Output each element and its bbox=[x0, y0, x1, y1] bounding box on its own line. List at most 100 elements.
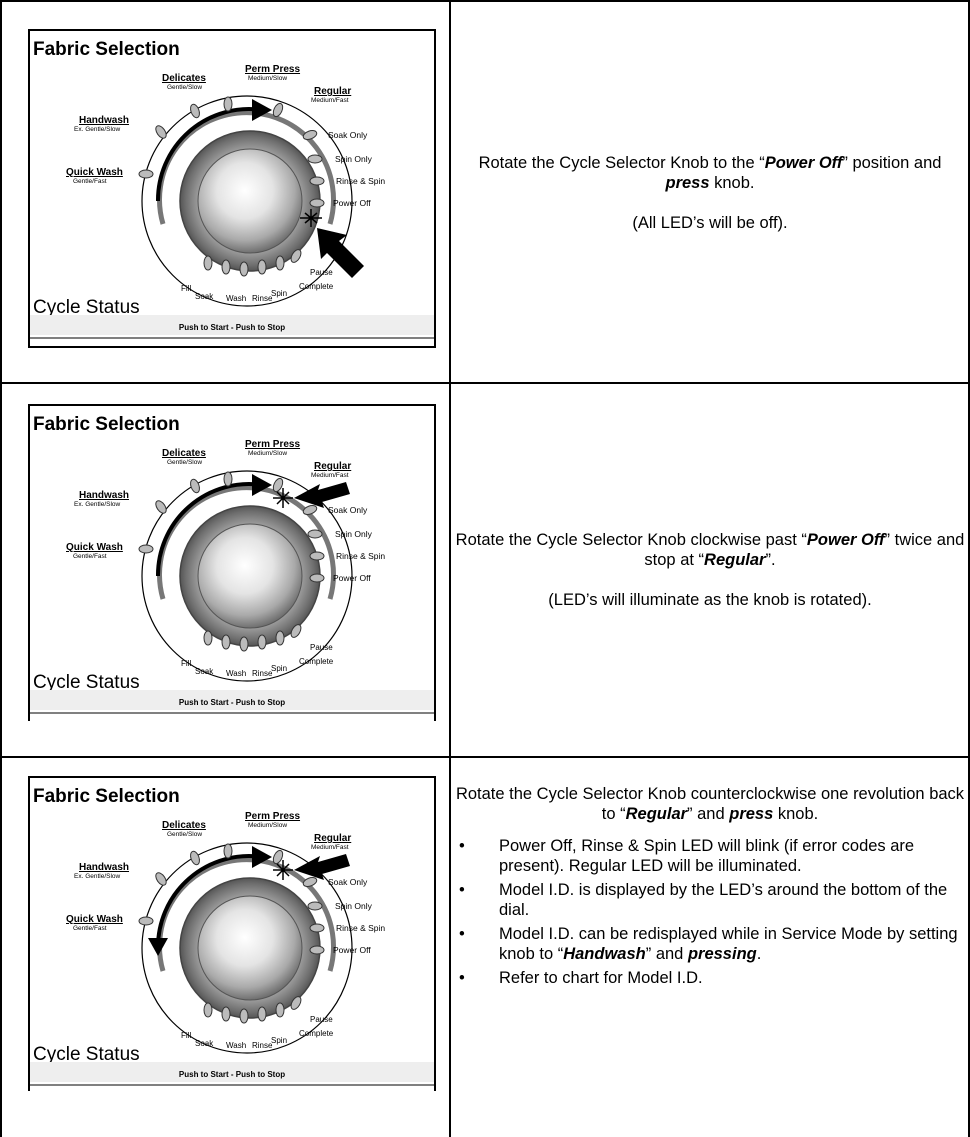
svg-text:Gentle/Fast: Gentle/Fast bbox=[73, 178, 107, 185]
svg-text:Rinse: Rinse bbox=[252, 1041, 273, 1050]
status-labels: Fill Soak Wash Rinse Spin Pause Complete bbox=[181, 268, 334, 303]
selection-arc bbox=[155, 482, 263, 577]
svg-text:Soak: Soak bbox=[195, 292, 214, 301]
status-labels: Fill Soak Wash Rinse Spin Pause Complete bbox=[181, 643, 334, 678]
svg-text:Gentle/Slow: Gentle/Slow bbox=[167, 459, 202, 466]
selection-arc bbox=[155, 854, 263, 949]
svg-text:Pause: Pause bbox=[310, 1015, 333, 1024]
svg-text:Handwash: Handwash bbox=[79, 490, 129, 501]
svg-text:Rinse: Rinse bbox=[252, 669, 273, 678]
svg-text:Ex. Gentle/Slow: Ex. Gentle/Slow bbox=[74, 501, 121, 508]
step-1-instruction: Rotate the Cycle Selector Knob to the “P… bbox=[478, 154, 942, 192]
svg-text:Pause: Pause bbox=[310, 643, 333, 652]
svg-text:Rinse & Spin: Rinse & Spin bbox=[336, 923, 385, 933]
svg-text:Medium/Slow: Medium/Slow bbox=[248, 822, 287, 829]
dial-outer-ring bbox=[141, 470, 353, 682]
fabric-labels: Quick Wash Gentle/Fast Handwash Ex. Gent… bbox=[66, 439, 351, 560]
fabric-selection-title: Fabric Selection bbox=[33, 39, 180, 60]
svg-text:Spin Only: Spin Only bbox=[335, 901, 373, 911]
svg-text:Delicates: Delicates bbox=[162, 73, 206, 84]
step-3-bullets: Power Off, Rinse & Spin LED will blink (… bbox=[455, 836, 965, 988]
table-left-border bbox=[0, 0, 2, 1137]
fabric-labels: Quick Wash Gentle/Fast Handwash Ex. Gent… bbox=[66, 64, 351, 185]
svg-text:Soak Only: Soak Only bbox=[328, 130, 368, 140]
svg-text:Medium/Fast: Medium/Fast bbox=[311, 844, 349, 851]
svg-text:Soak: Soak bbox=[195, 667, 214, 676]
svg-text:Spin: Spin bbox=[271, 1036, 287, 1045]
svg-text:Gentle/Slow: Gentle/Slow bbox=[167, 84, 202, 91]
side-labels: Soak Only Spin Only Rinse & Spin Power O… bbox=[328, 130, 385, 208]
regular-star bbox=[273, 488, 293, 508]
cycle-selector-knob[interactable] bbox=[197, 523, 303, 629]
step-2-instruction: Rotate the Cycle Selector Knob clockwise… bbox=[455, 531, 965, 569]
svg-text:Medium/Fast: Medium/Fast bbox=[311, 472, 349, 479]
table-row-divider-1 bbox=[0, 382, 970, 384]
svg-text:Medium/Slow: Medium/Slow bbox=[248, 75, 287, 82]
status-leds bbox=[203, 624, 302, 652]
table-column-divider bbox=[449, 0, 451, 1137]
svg-text:Rinse: Rinse bbox=[252, 294, 273, 303]
side-leds bbox=[302, 130, 325, 208]
step-2-note: (LED’s will illuminate as the knob is ro… bbox=[548, 591, 872, 609]
step-3-bullet-1: Power Off, Rinse & Spin LED will blink (… bbox=[455, 836, 965, 876]
cycle-status-title: Cycle Status bbox=[33, 672, 140, 693]
fabric-selection-title: Fabric Selection bbox=[33, 786, 180, 807]
arc-arrowhead bbox=[252, 846, 272, 868]
svg-text:Quick Wash: Quick Wash bbox=[66, 542, 123, 553]
table-top-border bbox=[0, 0, 970, 2]
svg-text:Wash: Wash bbox=[226, 294, 246, 303]
svg-text:Wash: Wash bbox=[226, 1041, 246, 1050]
cycle-status-title: Cycle Status bbox=[33, 297, 140, 318]
svg-text:Perm Press: Perm Press bbox=[245, 811, 300, 822]
dial-outer-ring bbox=[141, 842, 353, 1054]
svg-text:Spin: Spin bbox=[271, 289, 287, 298]
cycle-selector-knob[interactable] bbox=[197, 895, 303, 1001]
fabric-leds bbox=[138, 843, 284, 926]
svg-text:Spin Only: Spin Only bbox=[335, 154, 373, 164]
fabric-labels: Quick Wash Gentle/Fast Handwash Ex. Gent… bbox=[66, 811, 351, 932]
push-bar-bg bbox=[30, 315, 434, 335]
svg-text:Medium/Slow: Medium/Slow bbox=[248, 450, 287, 457]
step-3-text: Rotate the Cycle Selector Knob countercl… bbox=[455, 784, 965, 992]
svg-text:Perm Press: Perm Press bbox=[245, 439, 300, 450]
step-2-text: Rotate the Cycle Selector Knob clockwise… bbox=[455, 530, 965, 610]
svg-text:Gentle/Fast: Gentle/Fast bbox=[73, 553, 107, 560]
step-3-bullet-3: Model I.D. can be redisplayed while in S… bbox=[455, 924, 965, 964]
svg-text:Soak: Soak bbox=[195, 1039, 214, 1048]
regular-pointer-arrow bbox=[294, 482, 350, 508]
step-3-bullet-4: Refer to chart for Model I.D. bbox=[455, 968, 965, 988]
svg-text:Spin: Spin bbox=[271, 664, 287, 673]
svg-text:Regular: Regular bbox=[314, 833, 351, 844]
svg-text:Regular: Regular bbox=[314, 461, 351, 472]
dial-panel-1: Fabric Selection bbox=[28, 29, 436, 348]
fabric-leds bbox=[138, 471, 284, 554]
table-row-divider-2 bbox=[0, 756, 970, 758]
svg-text:Fill: Fill bbox=[181, 284, 191, 293]
arc-arrowhead bbox=[252, 99, 272, 121]
svg-text:Fill: Fill bbox=[181, 659, 191, 668]
step-3-instruction: Rotate the Cycle Selector Knob countercl… bbox=[455, 785, 965, 823]
svg-text:Handwash: Handwash bbox=[79, 115, 129, 126]
svg-text:Power Off: Power Off bbox=[333, 945, 371, 955]
svg-text:Soak Only: Soak Only bbox=[328, 877, 368, 887]
svg-text:Gentle/Fast: Gentle/Fast bbox=[73, 925, 107, 932]
svg-text:Rinse & Spin: Rinse & Spin bbox=[336, 551, 385, 561]
fabric-selection-title: Fabric Selection bbox=[33, 414, 180, 435]
svg-text:Quick Wash: Quick Wash bbox=[66, 167, 123, 178]
status-leds bbox=[203, 996, 302, 1024]
status-leds bbox=[203, 249, 302, 277]
svg-text:Power Off: Power Off bbox=[333, 573, 371, 583]
dial-outer-ring bbox=[141, 95, 353, 307]
svg-text:Pause: Pause bbox=[310, 268, 333, 277]
svg-text:Fill: Fill bbox=[181, 1031, 191, 1040]
side-leds bbox=[302, 877, 325, 955]
svg-text:Soak Only: Soak Only bbox=[328, 505, 368, 515]
svg-text:Complete: Complete bbox=[299, 657, 334, 666]
regular-pointer-arrow bbox=[294, 854, 350, 880]
cycle-selector-knob[interactable] bbox=[197, 148, 303, 254]
side-leds bbox=[302, 505, 325, 583]
step-1-text: Rotate the Cycle Selector Knob to the “P… bbox=[455, 153, 965, 233]
svg-text:Rinse & Spin: Rinse & Spin bbox=[336, 176, 385, 186]
push-to-start-label: Push to Start - Push to Stop bbox=[179, 698, 285, 707]
svg-text:Complete: Complete bbox=[299, 1029, 334, 1038]
